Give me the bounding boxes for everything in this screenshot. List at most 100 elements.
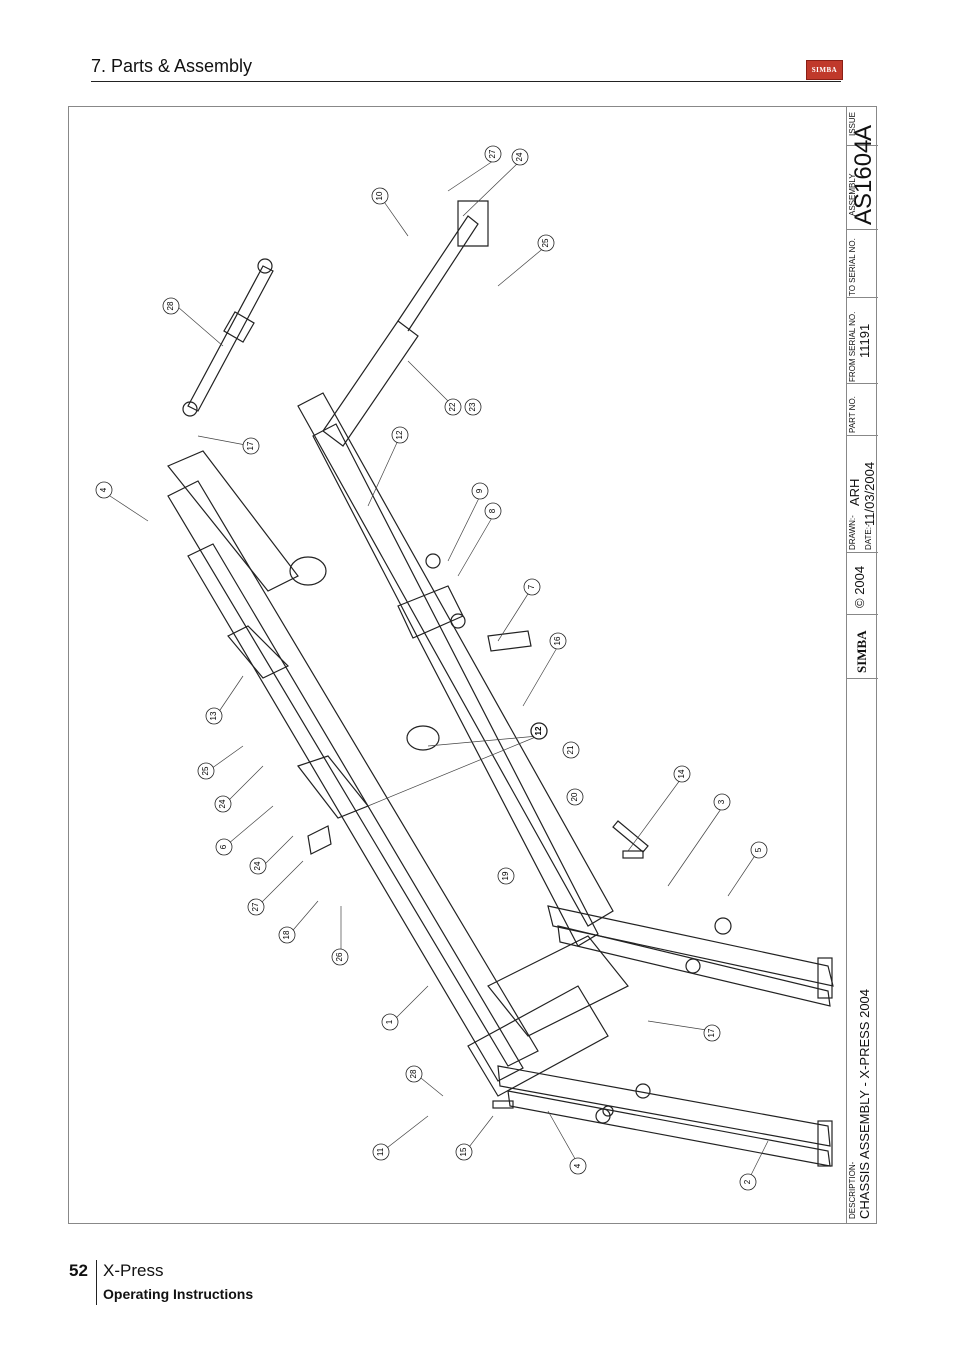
callout: 28 bbox=[405, 1065, 423, 1083]
product-name: X-Press bbox=[103, 1261, 164, 1280]
drawn-label: DRAWN:- bbox=[848, 515, 857, 550]
svg-text:6: 6 bbox=[219, 844, 228, 849]
to-serial-label: TO SERIAL NO. bbox=[848, 238, 857, 296]
callout: 16 bbox=[549, 632, 567, 650]
to-serial-cell: TO SERIAL NO. bbox=[847, 230, 878, 298]
callout: 7 bbox=[523, 578, 541, 596]
issue-value: A bbox=[850, 124, 877, 141]
copyright-cell: © 2004 bbox=[847, 553, 878, 615]
svg-text:2: 2 bbox=[743, 1179, 752, 1184]
from-serial-cell: FROM SERIAL NO. 11191 bbox=[847, 298, 878, 384]
document-subtitle: Operating Instructions bbox=[103, 1286, 254, 1302]
callout: 8 bbox=[484, 502, 502, 520]
svg-text:18: 18 bbox=[282, 930, 291, 939]
callout: 20 bbox=[566, 788, 584, 806]
svg-text:4: 4 bbox=[573, 1163, 582, 1168]
callout: 27 bbox=[484, 145, 502, 163]
page-number: 52 bbox=[69, 1261, 88, 1280]
footer-divider bbox=[96, 1260, 97, 1305]
callout: 14 bbox=[673, 765, 691, 783]
svg-text:1: 1 bbox=[385, 1019, 394, 1024]
svg-text:28: 28 bbox=[409, 1069, 418, 1078]
svg-text:26: 26 bbox=[335, 952, 344, 961]
callout: 17 bbox=[703, 1024, 721, 1042]
callout: 19 bbox=[497, 867, 515, 885]
callout: 4 bbox=[569, 1157, 587, 1175]
callout: 24 bbox=[249, 857, 267, 875]
svg-text:4: 4 bbox=[99, 487, 108, 492]
simba-logo: SIMBA bbox=[806, 60, 843, 80]
date-value: 11/03/2004 bbox=[862, 461, 877, 526]
svg-text:8: 8 bbox=[488, 508, 497, 513]
svg-text:21: 21 bbox=[566, 745, 575, 754]
svg-text:13: 13 bbox=[209, 711, 218, 720]
drawing-frame bbox=[68, 106, 877, 1224]
header-divider bbox=[91, 81, 841, 82]
svg-text:22: 22 bbox=[448, 402, 457, 411]
description-cell: DESCRIPTION- CHASSIS ASSEMBLY - X-PRESS … bbox=[847, 679, 878, 1224]
svg-text:16: 16 bbox=[553, 636, 562, 645]
callout: 24 bbox=[511, 148, 529, 166]
svg-text:12: 12 bbox=[395, 430, 404, 439]
simba-logo-small: SIMBA bbox=[854, 630, 869, 673]
callout: 5 bbox=[750, 841, 768, 859]
from-serial-value: 11191 bbox=[857, 323, 872, 358]
callout: 2 bbox=[739, 1173, 757, 1191]
assembly-cell: ASSEMBLY AS1604 bbox=[847, 140, 878, 230]
callout: 18 bbox=[278, 926, 296, 944]
callout: 17 bbox=[242, 437, 260, 455]
svg-text:17: 17 bbox=[707, 1028, 716, 1037]
section-title: 7. Parts & Assembly bbox=[91, 56, 253, 76]
svg-text:19: 19 bbox=[501, 871, 510, 880]
svg-text:23: 23 bbox=[468, 402, 477, 411]
chassis-linework bbox=[167, 200, 834, 1167]
part-no-label: PART NO. bbox=[848, 396, 857, 433]
callout: 13 bbox=[205, 707, 223, 725]
svg-text:10: 10 bbox=[375, 191, 384, 200]
assembly-value: AS1604 bbox=[850, 139, 877, 225]
part-no-cell: PART NO. bbox=[847, 384, 878, 436]
svg-text:11: 11 bbox=[376, 1147, 385, 1156]
svg-text:7: 7 bbox=[527, 584, 536, 589]
callout: 9 bbox=[471, 482, 489, 500]
svg-text:24: 24 bbox=[515, 152, 524, 161]
from-serial-label: FROM SERIAL NO. bbox=[848, 311, 857, 382]
callout: 3 bbox=[713, 793, 731, 811]
svg-text:24: 24 bbox=[253, 861, 262, 870]
svg-text:5: 5 bbox=[754, 847, 763, 852]
logo-cell: SIMBA bbox=[847, 615, 878, 679]
title-block: ISSUE A ASSEMBLY AS1604 TO SERIAL NO. FR… bbox=[846, 106, 878, 1224]
drawn-cell: DRAWN:- ARH DATE:- 11/03/2004 bbox=[847, 436, 878, 553]
callout: 12 bbox=[391, 426, 409, 444]
svg-text:15: 15 bbox=[459, 1147, 468, 1156]
callout: 22 bbox=[444, 398, 462, 416]
svg-text:20: 20 bbox=[570, 792, 579, 801]
description-value: CHASSIS ASSEMBLY - X-PRESS 2004 bbox=[857, 988, 872, 1219]
callout: 25 bbox=[537, 234, 555, 252]
description-label: DESCRIPTION- bbox=[848, 1161, 857, 1219]
callout: 23 bbox=[464, 398, 482, 416]
callout: 27 bbox=[247, 898, 265, 916]
issue-cell: ISSUE A bbox=[847, 106, 878, 146]
date-label: DATE:- bbox=[864, 524, 873, 550]
callout-bubbles: 27 24 10 25 28 22 23 12 17 4 9 8 7 16 13… bbox=[95, 145, 768, 1191]
svg-text:28: 28 bbox=[166, 301, 175, 310]
callout: 25 bbox=[197, 762, 215, 780]
callout: 28 bbox=[162, 297, 180, 315]
svg-text:27: 27 bbox=[488, 149, 497, 158]
callout: 26 bbox=[331, 948, 349, 966]
callout: 11 bbox=[372, 1143, 390, 1161]
callout: 10 bbox=[371, 187, 389, 205]
callout: 24 bbox=[214, 795, 232, 813]
leader-lines bbox=[109, 160, 769, 1182]
svg-text:3: 3 bbox=[717, 799, 726, 804]
svg-text:27: 27 bbox=[251, 902, 260, 911]
svg-text:14: 14 bbox=[677, 769, 686, 778]
callout: 6 bbox=[215, 838, 233, 856]
callout: 12 bbox=[530, 722, 548, 740]
callout: 21 bbox=[562, 741, 580, 759]
svg-text:24: 24 bbox=[218, 799, 227, 808]
callout: 1 bbox=[381, 1013, 399, 1031]
callout: 4 bbox=[95, 481, 113, 499]
callout: 15 bbox=[455, 1143, 473, 1161]
